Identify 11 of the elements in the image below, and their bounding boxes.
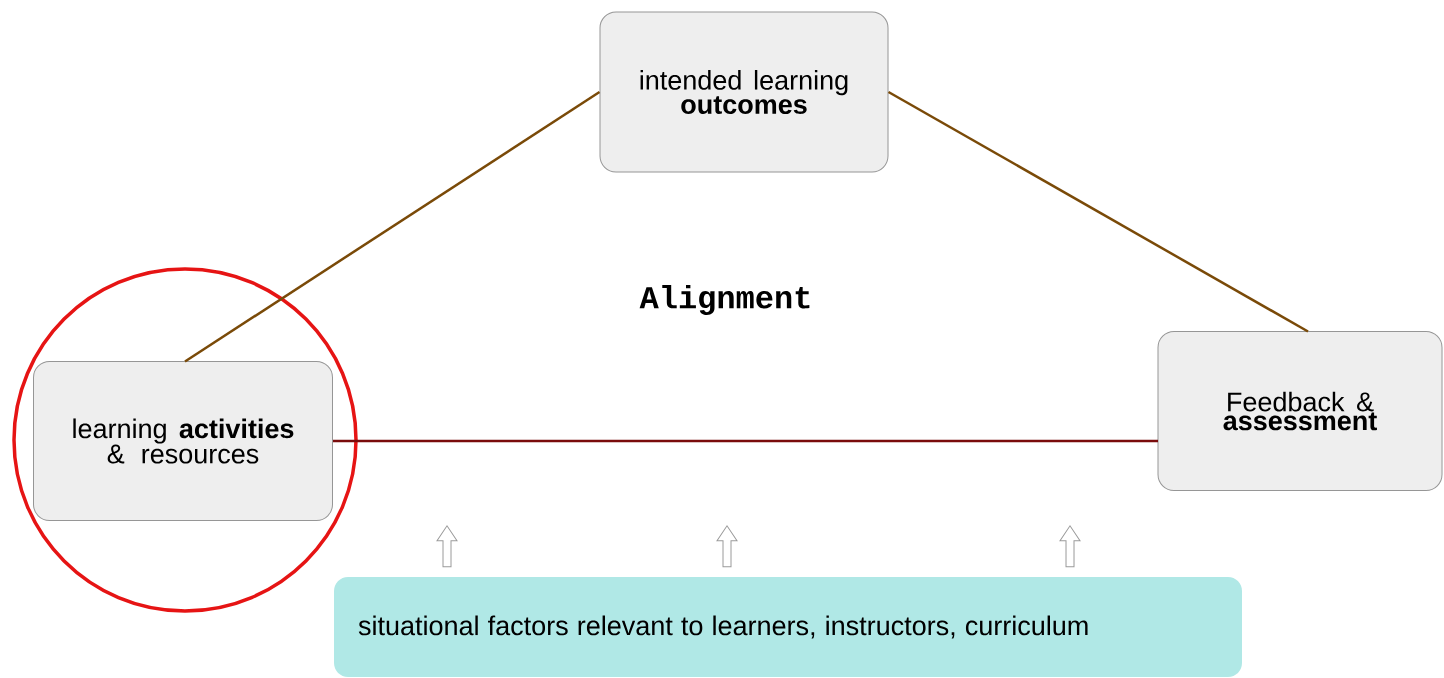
- up-arrow: [1059, 525, 1081, 568]
- connector-line: [887, 90, 1309, 333]
- process-box: Feedback & assessment: [1157, 331, 1443, 491]
- diagram-label: Alignment: [639, 285, 810, 315]
- process-box: learning activities & resources: [33, 361, 333, 521]
- up-arrow: [436, 525, 458, 568]
- process-box: intended learning outcomes: [599, 11, 889, 173]
- up-arrow: [716, 525, 738, 568]
- connector-line: [184, 90, 601, 363]
- connector-line: [333, 439, 1158, 443]
- factors-band: situational factors relevant to learners, instructors, curriculum: [334, 577, 1242, 677]
